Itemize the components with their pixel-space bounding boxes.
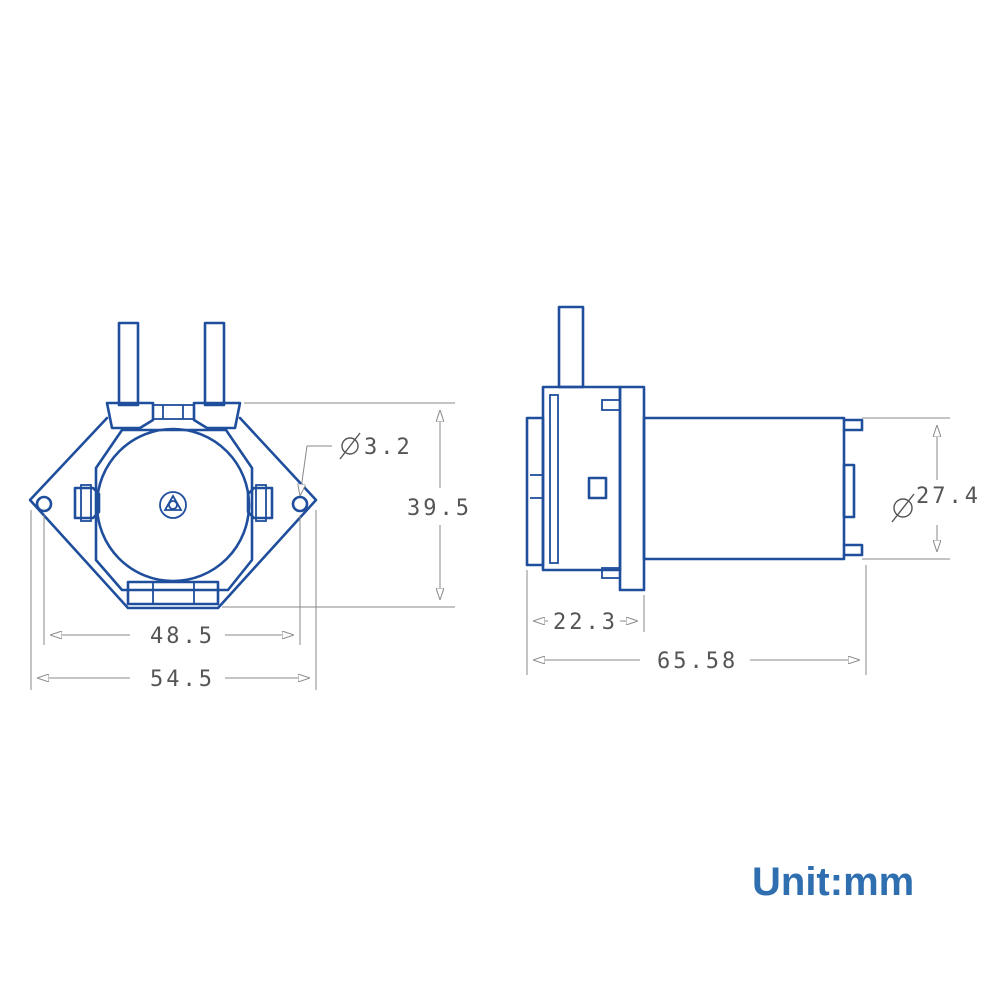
right-clip — [246, 486, 274, 520]
side-flange — [618, 385, 646, 592]
unit-label-text: Unit — [752, 860, 830, 904]
dim-motor-diameter: 27.4 — [916, 484, 981, 509]
dim-head-depth: 22.3 — [553, 610, 618, 635]
left-mounting-hole — [35, 495, 53, 513]
top-right-clamp — [192, 401, 242, 430]
outlet-tube — [203, 321, 226, 407]
unit-label: Unit:mm — [752, 860, 914, 905]
unit-value: mm — [843, 860, 915, 904]
side-tube — [557, 305, 585, 389]
rotor-hub — [159, 491, 187, 519]
diameter-symbol — [339, 432, 361, 460]
inlet-tube — [117, 321, 140, 407]
top-terminal — [842, 418, 864, 432]
dim-hole-diameter: 3.2 — [364, 435, 413, 460]
side-dimensions: 27.4 22.3 65.58 — [526, 417, 981, 675]
motor-end-cap — [842, 463, 856, 519]
motor-body — [642, 416, 846, 561]
left-clip — [73, 486, 101, 520]
side-boss — [587, 476, 608, 500]
top-left-clamp — [105, 401, 155, 430]
side-view — [525, 305, 864, 592]
front-dimensions: 39.5 3.2 48.5 54.5 — [30, 402, 472, 692]
unit-separator: : — [829, 860, 844, 904]
dim-overall-length: 65.58 — [657, 649, 738, 674]
dim-front-height: 39.5 — [407, 496, 472, 521]
dim-hole-spacing: 48.5 — [150, 624, 215, 649]
right-mounting-hole — [291, 495, 309, 513]
rotor-disc — [95, 427, 251, 583]
head-cover — [525, 416, 545, 567]
bottom-clamp — [126, 580, 220, 606]
pump-head — [541, 385, 622, 572]
diameter-symbol — [891, 493, 915, 523]
dim-flange-width: 54.5 — [150, 667, 215, 692]
front-view — [28, 321, 318, 610]
bottom-terminal — [842, 543, 864, 557]
